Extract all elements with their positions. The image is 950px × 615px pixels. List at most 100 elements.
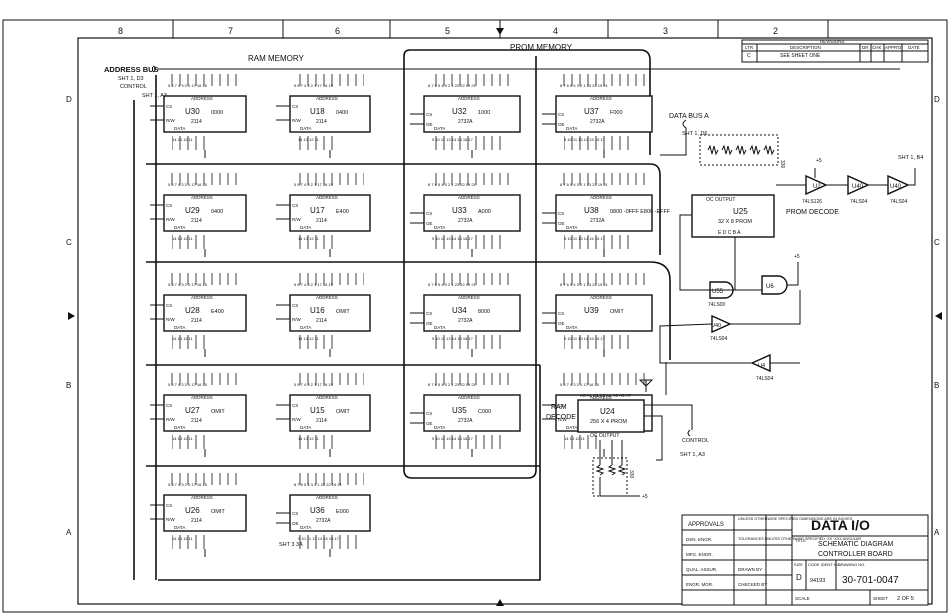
address-label: ADDRESS [458, 96, 480, 101]
rw-pin: R/W [166, 317, 176, 322]
rw-pin: R/W [292, 317, 302, 322]
rw-pin: R/W [166, 118, 176, 123]
tb-drawn-by: DRAWN BY [738, 567, 762, 572]
data-label: DATA [174, 425, 185, 430]
size-value: D [796, 573, 802, 582]
address-label: ADDRESS [316, 495, 338, 500]
zone-top-5: 5 [445, 26, 450, 36]
rw-pin: R/W [166, 517, 176, 522]
drawing-frame [77, 37, 933, 605]
chip-part: 2114 [191, 418, 202, 424]
oe-pin: OE [292, 521, 299, 526]
sheet-label: SHEET [873, 596, 888, 601]
data-label: DATA [566, 225, 577, 230]
u55-id: U55 [712, 289, 724, 295]
oe-pin: OE [426, 321, 433, 326]
cs-pin: CS [426, 311, 432, 316]
title-label: TITLE [795, 538, 806, 543]
tb-row-engr: ENGR. MGR. [686, 582, 713, 587]
rev-ltr: C [747, 53, 751, 59]
chip-id: U28 [185, 306, 200, 315]
data-label: DATA [434, 126, 445, 131]
title-line2: CONTROLLER BOARD [818, 551, 893, 558]
address-label: ADDRESS [590, 295, 612, 300]
u2-id: U2 [813, 184, 821, 190]
address-label: ADDRESS [316, 195, 338, 200]
chip-address-range: 0400 [211, 209, 223, 215]
ram-decoder-u24: A0 A1 A2 A3 A4 A5 A6 A7 U24 256 X 4 PROM… [546, 393, 645, 439]
scale-label: SCALE [795, 596, 810, 601]
tb-row-dsn: DSN. ENGR. [686, 537, 712, 542]
zone-right-B: B [934, 381, 939, 390]
oe-pin: OE [426, 421, 433, 426]
cs-pin: CS [166, 303, 172, 308]
unless-note: UNLESS OTHERWISE SPECIFIED DIMENSIONS AR… [738, 517, 853, 521]
chip-id: U16 [310, 306, 325, 315]
u25-desc: 32 X 8 PROM [718, 219, 752, 225]
data-pins: 14 13 12 11 [172, 236, 194, 241]
addr-pins: 8 7 6 5 4 3 2 1 23 22 19 21 [428, 182, 477, 187]
chip-id: U26 [185, 506, 200, 515]
chip-part: 2114 [316, 119, 327, 125]
zone-left-D: D [66, 95, 72, 104]
data-pins: 9 10 11 13 14 15 16 17 [432, 236, 474, 241]
cs-pin: CS [558, 403, 564, 408]
chip-id: U30 [185, 107, 200, 116]
inverter-u40a: U40 74LS04 [847, 174, 870, 205]
u2-part: 74LS126 [802, 199, 822, 205]
inverter-u4: U4 74LS04 [750, 353, 773, 382]
data-pins: 14 13 12 11 [172, 536, 194, 541]
chip-id: U17 [310, 206, 325, 215]
ram-decode-label-2: DECODE [546, 414, 576, 421]
chip-id: U29 [185, 206, 200, 215]
inverter-u40b: U40 74LS04 [887, 174, 910, 205]
u40c-id: U40 [711, 323, 721, 329]
chip-part: 2114 [316, 218, 327, 224]
zone-left-A: A [66, 528, 72, 537]
buffer-u2: U2 74LS126 [802, 174, 828, 205]
data-label: DATA [174, 325, 185, 330]
addr-pins: 5 6 7 4 3 2 1 17 16 15 [168, 482, 208, 487]
chip-part: 2114 [191, 318, 202, 324]
approvals-label: APPROVALS [688, 522, 724, 528]
cs-pin: CS [558, 311, 564, 316]
address-label: ADDRESS [590, 395, 612, 400]
data-pins: 9 10 11 13 14 15 16 17 [564, 236, 606, 241]
data-label: DATA [566, 425, 577, 430]
rev-hdr-ltr: LTR [745, 45, 754, 50]
cs-pin: CS [166, 503, 172, 508]
size-label: SIZE [794, 562, 803, 567]
zone-left-B: B [66, 381, 71, 390]
sht3-ref: SHT 3 3A [279, 542, 303, 548]
cs-pin: CS [558, 112, 564, 117]
data-label: DATA [566, 325, 577, 330]
u24-desc: 256 X 4 PROM [590, 419, 627, 425]
inverter-u40c: U40 74LS04 [710, 314, 732, 342]
rw-pin: R/W [292, 417, 302, 422]
addr-pins: 8 7 6 5 4 3 2 1 23 22 19 21 [560, 182, 609, 187]
resistor-value-top: 330 [779, 160, 785, 169]
rev-hdr-date: DATE [908, 45, 920, 50]
cs-pin: CS [292, 104, 298, 109]
data-pins: 14 13 12 11 [298, 137, 320, 142]
addr-pins: 5 6 7 4 3 2 1 17 16 15 [560, 382, 600, 387]
chip-address-range: E400 [211, 309, 224, 315]
code-value: 94193 [810, 578, 825, 584]
address-label: ADDRESS [191, 96, 213, 101]
cs-pin: CS [292, 511, 298, 516]
oe-pin: OE [426, 221, 433, 226]
chip-part: 2114 [316, 318, 327, 324]
prom-memory-label: PROM MEMORY [510, 43, 573, 52]
data-pins: 9 10 11 13 14 15 16 17 [564, 336, 606, 341]
addr-pins: 5 6 7 4 3 2 1 17 16 15 [168, 182, 208, 187]
rev-hdr-apprd: APPR'D [885, 45, 902, 50]
data-label: DATA [174, 225, 185, 230]
